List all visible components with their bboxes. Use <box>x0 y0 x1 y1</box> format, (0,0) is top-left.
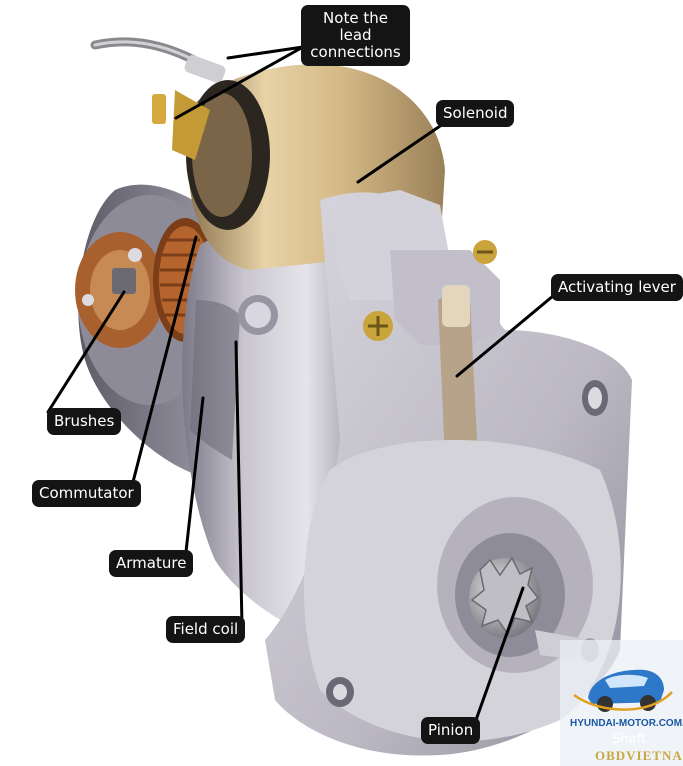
leader-lever <box>455 294 555 378</box>
pinion-gear <box>469 556 541 638</box>
lead-connector <box>184 55 226 83</box>
label-armature: Armature <box>109 550 194 577</box>
label-solenoid: Solenoid <box>436 100 515 127</box>
leader-field-coil <box>234 340 244 627</box>
label-activating-lever: Activating lever <box>551 274 683 301</box>
leader-lead-1 <box>226 45 305 60</box>
label-pinion: Pinion <box>421 717 481 744</box>
brush <box>112 268 136 294</box>
leader-lead-2 <box>174 45 305 120</box>
label-field-coil: Field coil <box>166 616 246 643</box>
leader-commutator <box>131 235 198 484</box>
leader-solenoid <box>356 122 445 184</box>
label-commutator: Commutator <box>32 480 141 507</box>
label-lead-connections: Note the lead connections <box>301 5 410 66</box>
leader-pinion <box>474 586 525 722</box>
watermark: HYUNDAI-MOTOR.COM.VN Shaft OBDVIETNAM <box>560 640 683 766</box>
leader-armature <box>184 396 205 554</box>
label-brushes: Brushes <box>47 408 122 435</box>
car-logo-icon <box>573 669 673 712</box>
leader-brushes <box>46 290 126 414</box>
watermark-brand: OBDVIETNAM <box>595 748 683 763</box>
label-shaft: Shaft <box>612 732 646 747</box>
watermark-site: HYUNDAI-MOTOR.COM.VN <box>570 718 683 729</box>
terminal-stud <box>152 94 166 124</box>
